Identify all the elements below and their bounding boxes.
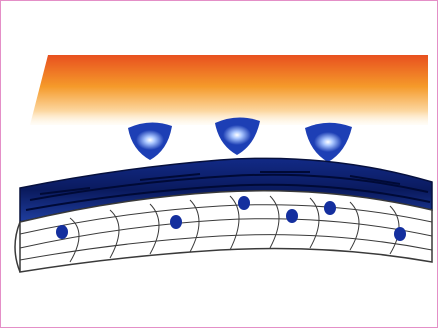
- energy-droplet: [128, 122, 172, 160]
- heat-band: [30, 55, 428, 125]
- energy-droplet: [215, 117, 260, 155]
- energy-droplet: [305, 123, 352, 162]
